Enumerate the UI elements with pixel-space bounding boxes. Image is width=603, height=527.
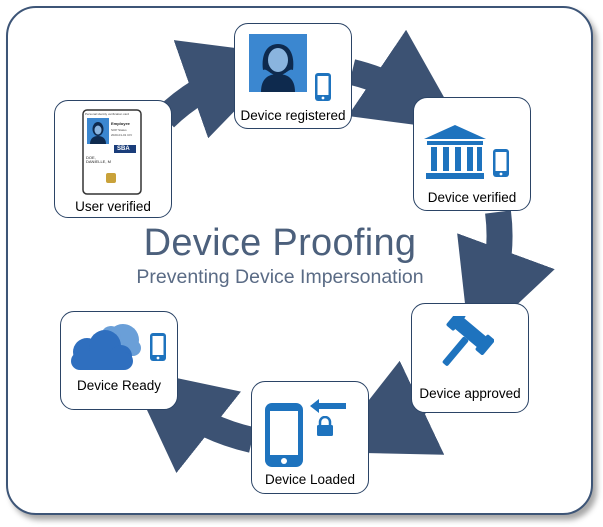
step-user-verified: Personal identity verification card Empl… [54, 100, 172, 218]
bank-building-icon [424, 125, 486, 179]
id-card-org: Employee [111, 121, 130, 126]
id-badge-icon [82, 109, 142, 195]
diagram-subtitle: Preventing Device Impersonation [136, 266, 424, 288]
id-card-header: Personal identity verification card [85, 112, 130, 116]
user-portrait-icon [249, 34, 307, 92]
lock-icon [317, 416, 333, 436]
arrow-registered-to-verified [347, 29, 464, 132]
phone-icon [315, 73, 331, 101]
phone-icon [150, 333, 166, 361]
id-card-sub1: SOP Status [111, 128, 127, 132]
arrow-left-icon [310, 399, 346, 413]
step-label: Device verified [427, 190, 517, 205]
arrow-userverified-to-registered [155, 40, 290, 139]
arrow-loaded-to-ready [127, 367, 256, 474]
step-label: Device registered [240, 108, 346, 123]
step-device-ready: Device Ready [60, 311, 178, 410]
id-card-sub2: 2020-01-01 CIV [111, 133, 133, 137]
step-label: Device Ready [76, 378, 162, 393]
cloud-icon [71, 324, 141, 370]
arrow-verified-to-approved [457, 210, 555, 349]
diagram-title: Device Proofing [143, 222, 417, 264]
id-card-logo: SBA [117, 146, 130, 152]
id-card-name: DOE, DANIELLE, M [86, 155, 111, 165]
step-device-approved: Device approved [411, 303, 529, 413]
gavel-icon [442, 316, 494, 366]
step-device-loaded: Device Loaded [251, 381, 369, 494]
phone-icon [265, 403, 303, 467]
step-device-registered: Device registered [234, 23, 352, 129]
step-label: User verified [75, 199, 151, 214]
step-device-verified: Device verified [413, 97, 531, 211]
step-label: Device approved [419, 386, 521, 401]
step-label: Device Loaded [264, 472, 356, 487]
phone-icon [493, 149, 509, 177]
